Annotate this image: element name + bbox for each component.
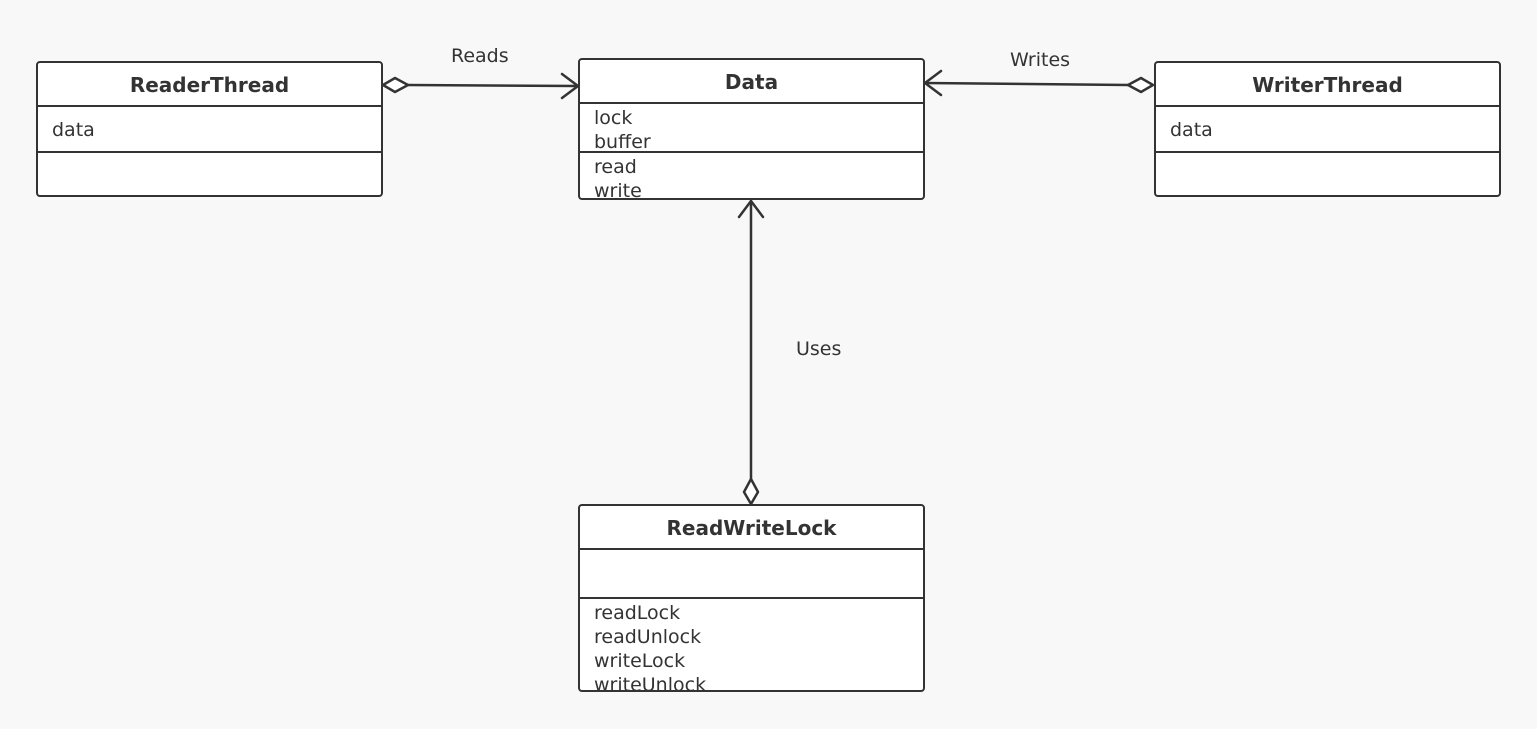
attributes-compartment	[580, 550, 923, 599]
reads-label: Reads	[451, 45, 509, 67]
class-name: ReadWriteLock	[580, 506, 923, 550]
attributes-compartment: data	[1156, 107, 1499, 153]
attribute-data: data	[52, 119, 95, 141]
operation-read-unlock: readUnlock	[594, 626, 702, 648]
writes-aggregation-diamond	[1126, 76, 1155, 94]
writes-association-line	[923, 81, 1130, 87]
class-box-data[interactable]: Data lock buffer read write	[578, 58, 925, 200]
uses-arrowhead	[737, 199, 765, 219]
uses-label: Uses	[796, 338, 842, 360]
reads-association-line	[406, 83, 580, 88]
attributes-compartment: lock buffer	[580, 104, 923, 153]
operations-compartment	[38, 153, 381, 155]
operations-compartment: readLock readUnlock writeLock writeUnloc…	[580, 599, 923, 692]
operations-compartment	[1156, 153, 1499, 155]
operation-write-unlock: writeUnlock	[594, 674, 707, 692]
class-box-reader-thread[interactable]: ReaderThread data	[36, 61, 383, 197]
operation-write: write	[594, 180, 642, 200]
operations-compartment: read write	[580, 153, 923, 200]
operation-read: read	[594, 156, 637, 178]
class-box-writer-thread[interactable]: WriterThread data	[1154, 61, 1501, 197]
attributes-compartment: data	[38, 107, 381, 153]
operation-write-lock: writeLock	[594, 650, 686, 672]
class-name: WriterThread	[1156, 63, 1499, 107]
attribute-data: data	[1170, 119, 1213, 141]
attribute-lock: lock	[594, 107, 633, 129]
attribute-buffer: buffer	[594, 131, 651, 153]
reads-aggregation-diamond	[381, 76, 410, 94]
class-name: ReaderThread	[38, 63, 381, 107]
uses-aggregation-diamond	[742, 477, 760, 506]
writes-arrowhead	[923, 69, 943, 97]
writes-label: Writes	[1010, 49, 1071, 71]
class-box-read-write-lock[interactable]: ReadWriteLock readLock readUnlock writeL…	[578, 504, 925, 692]
class-name: Data	[580, 60, 923, 104]
operation-read-lock: readLock	[594, 602, 681, 624]
